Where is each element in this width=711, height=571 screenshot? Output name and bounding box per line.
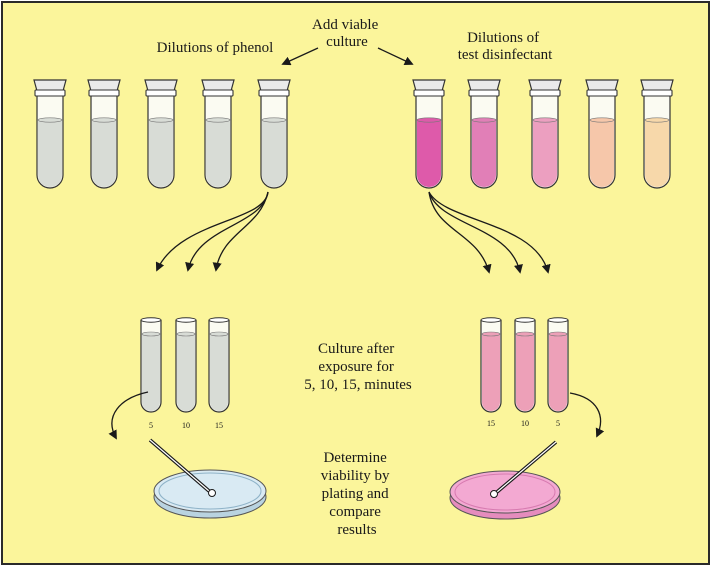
arrow-to-test-dilutions (377, 47, 414, 66)
phenol-culture-tube (140, 317, 162, 413)
phenol-time-labels: 5 10 15 (149, 421, 223, 430)
phenol-dilution-tube (201, 79, 235, 189)
test-time-label: 15 (487, 419, 495, 428)
test-dilution-tube (412, 79, 446, 189)
phenol-dilution-tube (257, 79, 291, 189)
determine-viability-label: Determine viability by plating and compa… (321, 450, 394, 538)
test-dilution-tube (528, 79, 562, 189)
phenol-time-label: 10 (182, 421, 190, 430)
test-culture-tube (480, 317, 502, 413)
phenol-petri-plate (148, 438, 267, 519)
test-transfer-arrows (428, 191, 551, 274)
test-disinfectant-dilution-tubes (412, 79, 674, 189)
phenol-dilution-tube (33, 79, 67, 189)
test-dilution-tube (467, 79, 501, 189)
dilutions-of-test-disinfectant-label: Dilutions of test disinfectant (458, 30, 553, 63)
phenol-dilution-tubes (33, 79, 291, 189)
test-time-label: 5 (556, 419, 560, 428)
phenol-dilution-tube (87, 79, 121, 189)
test-culture-tube (514, 317, 536, 413)
test-plating-arrow (569, 392, 605, 438)
arrow-to-phenol-dilutions (281, 47, 319, 66)
culture-after-exposure-label: Culture after exposure for 5, 10, 15, mi… (304, 341, 412, 393)
test-time-label: 10 (521, 419, 529, 428)
dilutions-of-phenol-label: Dilutions of phenol (157, 40, 274, 56)
phenol-time-label: 5 (149, 421, 153, 430)
test-time-labels: 15 10 5 (487, 419, 560, 428)
test-dilution-tube (585, 79, 619, 189)
phenol-culture-tube (175, 317, 197, 413)
test-dilution-tube (640, 79, 674, 189)
phenol-time-label: 15 (215, 421, 223, 430)
phenol-culture-tube (208, 317, 230, 413)
test-petri-plate (449, 440, 561, 520)
phenol-plating-arrow (108, 391, 149, 440)
phenol-dilution-tube (144, 79, 178, 189)
test-culture-tubes (480, 317, 569, 413)
test-culture-tube (547, 317, 569, 413)
phenol-culture-tubes (140, 317, 230, 413)
add-viable-culture-label: Add viable culture (312, 17, 382, 50)
phenol-transfer-arrows (155, 191, 269, 272)
